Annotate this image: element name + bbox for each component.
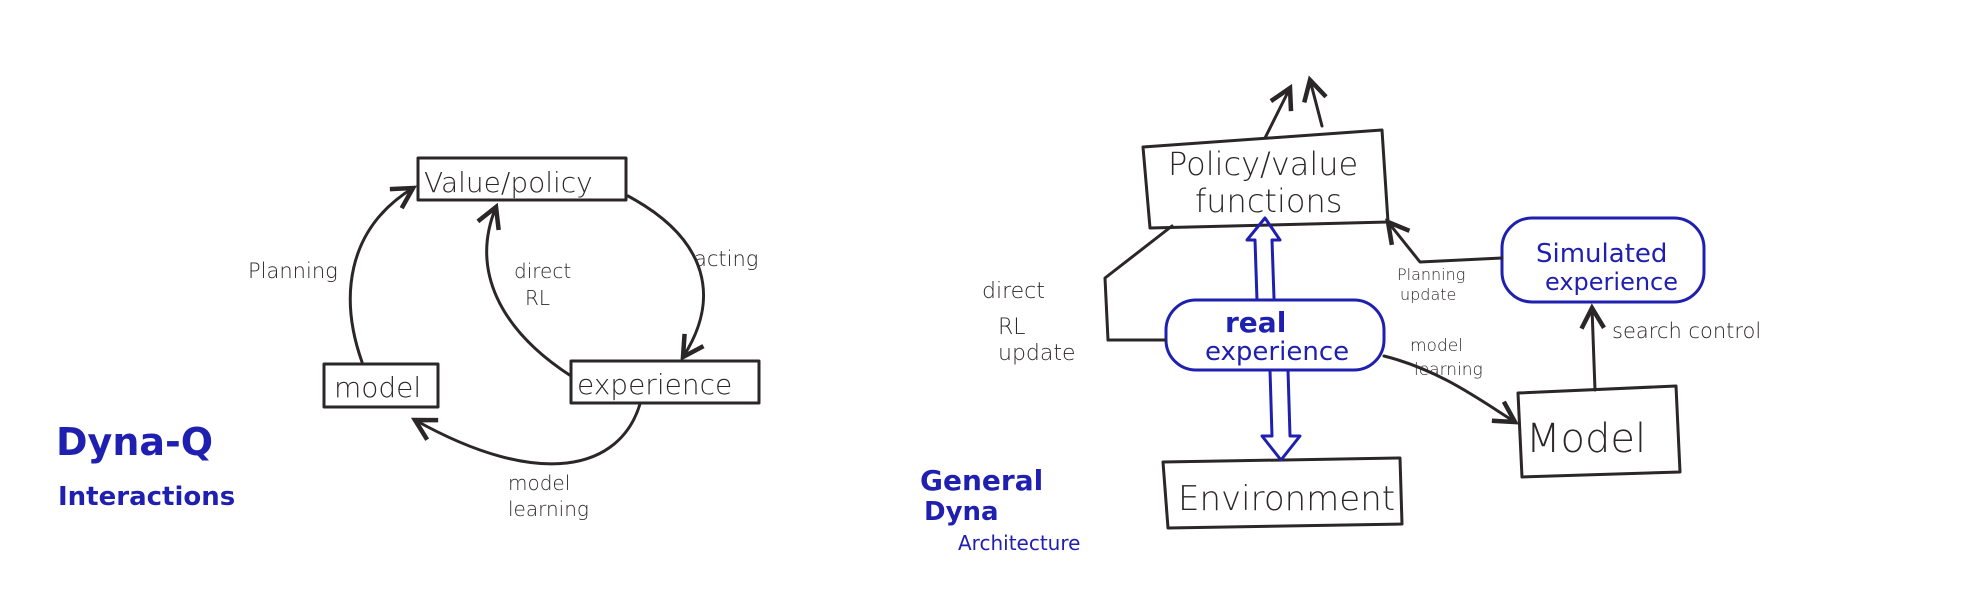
model-learning-arrow — [415, 402, 642, 466]
output-arrow-1 — [1263, 88, 1290, 140]
direct-rl-label-2: RL — [525, 286, 550, 310]
simulated-experience-pill — [1500, 216, 1706, 304]
general-dyna-title-2: Dyna — [924, 497, 999, 527]
planning-arrow — [348, 188, 413, 364]
model-box — [322, 362, 440, 409]
model-learning-label-2: learning — [508, 497, 589, 521]
general-dyna-diagram: Policy/value functions real experience S… — [920, 80, 1761, 555]
search-control-label: search control — [1612, 319, 1761, 343]
model-box — [1516, 384, 1682, 479]
value-policy-label: Value/policy — [424, 166, 593, 199]
policy-value-label-1: Policy/value — [1168, 145, 1358, 183]
planning-update-arrow — [1388, 222, 1504, 264]
general-dyna-title-3: Architecture — [958, 531, 1080, 555]
direct-rl-arrow — [487, 207, 573, 378]
value-policy-box — [416, 156, 628, 202]
model-learning-label-1: model — [1410, 336, 1463, 356]
dyna-q-subtitle: Interactions — [58, 482, 235, 512]
environment-label: Environment — [1178, 479, 1395, 519]
output-arrow-2 — [1310, 80, 1322, 128]
real-to-environment-double-arrow — [1260, 368, 1302, 462]
model-learning-label-1: model — [508, 471, 570, 495]
model-learning-label-2: learning — [1414, 360, 1483, 380]
model-label: model — [334, 371, 421, 404]
direct-rl-update-path — [1103, 224, 1174, 342]
environment-box — [1161, 456, 1404, 530]
model-label: Model — [1526, 416, 1646, 462]
experience-label: experience — [577, 368, 732, 401]
simulated-experience-label-2: experience — [1545, 268, 1678, 296]
search-control-arrow — [1592, 308, 1595, 392]
planning-update-label-1: Planning — [1397, 265, 1465, 284]
acting-label: acting — [694, 247, 758, 271]
direct-rl-update-label-3: update — [998, 341, 1076, 366]
dyna-q-title: Dyna-Q — [56, 420, 213, 464]
planning-update-label-2: update — [1400, 285, 1456, 304]
model-learning-arrow — [1382, 354, 1515, 422]
direct-rl-update-label-2: RL — [998, 315, 1026, 340]
policy-value-label-2: functions — [1195, 182, 1342, 220]
direct-rl-update-label-1: direct — [982, 279, 1045, 304]
planning-label: Planning — [248, 259, 338, 283]
real-experience-label-2: experience — [1205, 337, 1349, 367]
experience-box — [569, 359, 761, 405]
dyna-q-diagram: Value/policy model experience Planning d… — [56, 156, 761, 521]
simulated-experience-label-1: Simulated — [1536, 239, 1667, 269]
direct-rl-label-1: direct — [514, 259, 571, 283]
general-dyna-title-1: General — [920, 464, 1043, 497]
real-to-policy-double-arrow — [1245, 216, 1282, 302]
acting-arrow — [626, 194, 705, 357]
real-experience-label-1: real — [1225, 306, 1286, 339]
real-experience-pill — [1164, 298, 1386, 372]
